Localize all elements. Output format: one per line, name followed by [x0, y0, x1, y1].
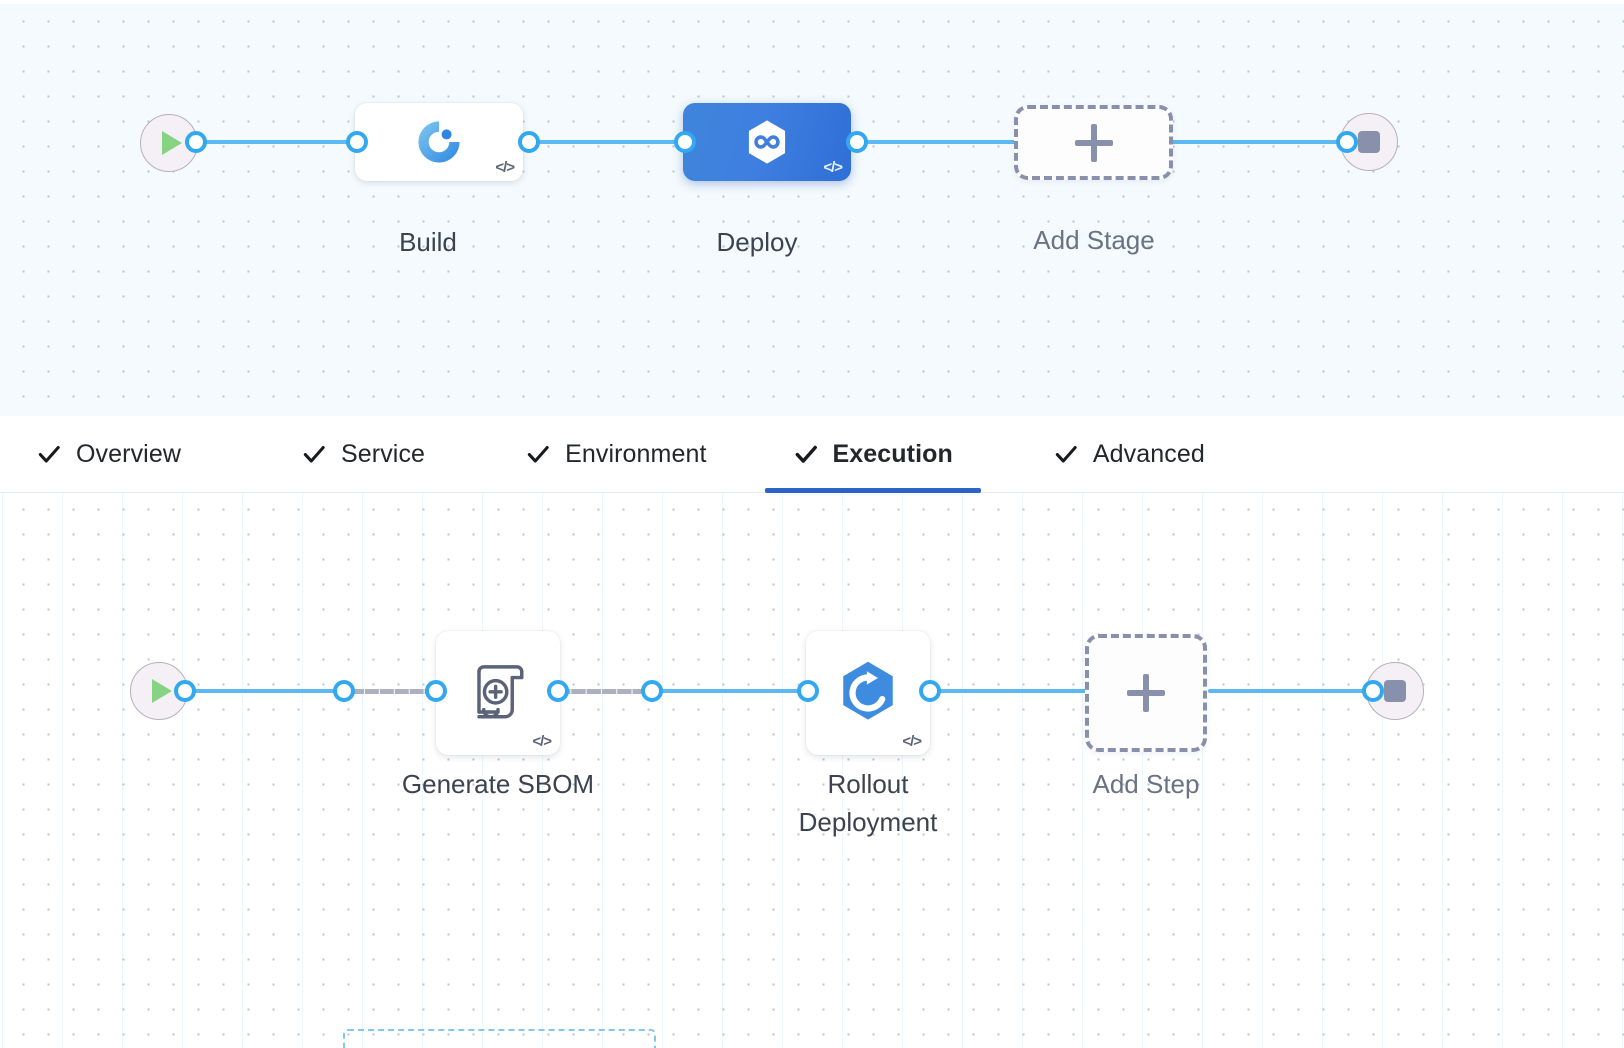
tab-environment[interactable]: Environment: [525, 416, 706, 493]
stage-label-build: Build: [399, 227, 457, 257]
stage-build-in-port[interactable]: [346, 131, 368, 153]
rollout-in-port[interactable]: [797, 680, 819, 702]
step-node-generate-sbom[interactable]: </>: [436, 631, 560, 755]
stop-icon: [1384, 680, 1406, 702]
build-code-badge[interactable]: </>: [495, 159, 515, 176]
ssca-group-out-port[interactable]: [641, 680, 663, 702]
deploy-code-badge[interactable]: </>: [823, 159, 843, 176]
sbom-out-port[interactable]: [547, 680, 569, 702]
rollout-hexagon-icon: [843, 661, 893, 720]
stage-edge-deploy-addstage: [845, 140, 1020, 144]
stage-build-out-port[interactable]: [518, 131, 540, 153]
check-icon: [1055, 445, 1077, 463]
stage-deploy-out-port[interactable]: [846, 131, 868, 153]
tab-overview[interactable]: Overview: [36, 416, 181, 493]
check-icon: [527, 445, 549, 463]
rollout-out-port[interactable]: [919, 680, 941, 702]
step-edge-sbom-group-out: [556, 689, 654, 694]
tab-advanced-label: Advanced: [1092, 439, 1205, 468]
stage-edge-build-deploy: [520, 140, 690, 144]
plus-icon-vertical: [1090, 123, 1097, 162]
check-icon: [38, 445, 60, 463]
step-end-port[interactable]: [1362, 680, 1384, 702]
play-icon: [151, 679, 172, 703]
step-edge-addstep-end: [1208, 689, 1368, 693]
add-stage-button[interactable]: [1014, 105, 1173, 180]
play-icon: [161, 131, 182, 155]
stop-icon: [1358, 131, 1380, 153]
check-icon: [303, 445, 325, 463]
scroll-plus-icon: [477, 665, 524, 719]
stage-edge-addstage-end: [1165, 140, 1355, 144]
stage-label-deploy: Deploy: [716, 227, 798, 257]
tab-execution[interactable]: Execution: [764, 416, 982, 493]
add-stage-label: Add Stage: [1033, 225, 1155, 255]
rollout-code-badge[interactable]: </>: [902, 733, 922, 750]
tab-execution-label: Execution: [832, 439, 953, 468]
build-ci-icon: [418, 121, 460, 163]
tab-overview-label: Overview: [76, 439, 181, 468]
ssca-group-in-port[interactable]: [333, 680, 355, 702]
ssca-steps-group[interactable]: [343, 1029, 656, 1048]
stage-node-deploy[interactable]: </>: [683, 103, 851, 181]
step-label-generate-sbom: Generate SBOM: [401, 769, 595, 799]
add-step-label: Add Step: [1092, 769, 1200, 799]
sbom-in-port[interactable]: [425, 680, 447, 702]
step-edge-group-in-sbom: [350, 689, 438, 694]
step-node-rollout-deployment[interactable]: </>: [806, 631, 930, 755]
step-start-port[interactable]: [174, 680, 196, 702]
stage-node-build[interactable]: </>: [355, 103, 523, 181]
execution-graph-canvas[interactable]: SSCA Steps: [0, 493, 1624, 1048]
stage-graph-canvas[interactable]: </> Build </> Deploy Add Stage: [0, 0, 1624, 416]
tab-service-label: Service: [341, 439, 426, 468]
stage-edge-start-build: [190, 140, 360, 144]
tab-environment-label: Environment: [565, 439, 707, 468]
step-label-rollout-deployment: Rollout Deployment: [798, 769, 938, 837]
stage-config-tabs: Overview Service Environment Execution A…: [0, 416, 1624, 493]
stage-start-port[interactable]: [185, 131, 207, 153]
step-edge-rollout-addstep: [928, 689, 1088, 693]
stage-end-port[interactable]: [1336, 131, 1358, 153]
step-edge-group-rollout: [650, 689, 815, 693]
step-edge-start-group: [180, 689, 350, 693]
check-icon: [795, 445, 817, 463]
deploy-hexagon-infinity-icon: [748, 120, 786, 164]
stage-deploy-in-port[interactable]: [674, 131, 696, 153]
sbom-code-badge[interactable]: </>: [532, 733, 552, 750]
tab-advanced[interactable]: Advanced: [1053, 416, 1205, 493]
plus-icon-vertical: [1143, 674, 1149, 712]
add-step-button[interactable]: [1085, 634, 1207, 752]
tab-service[interactable]: Service: [301, 416, 425, 493]
